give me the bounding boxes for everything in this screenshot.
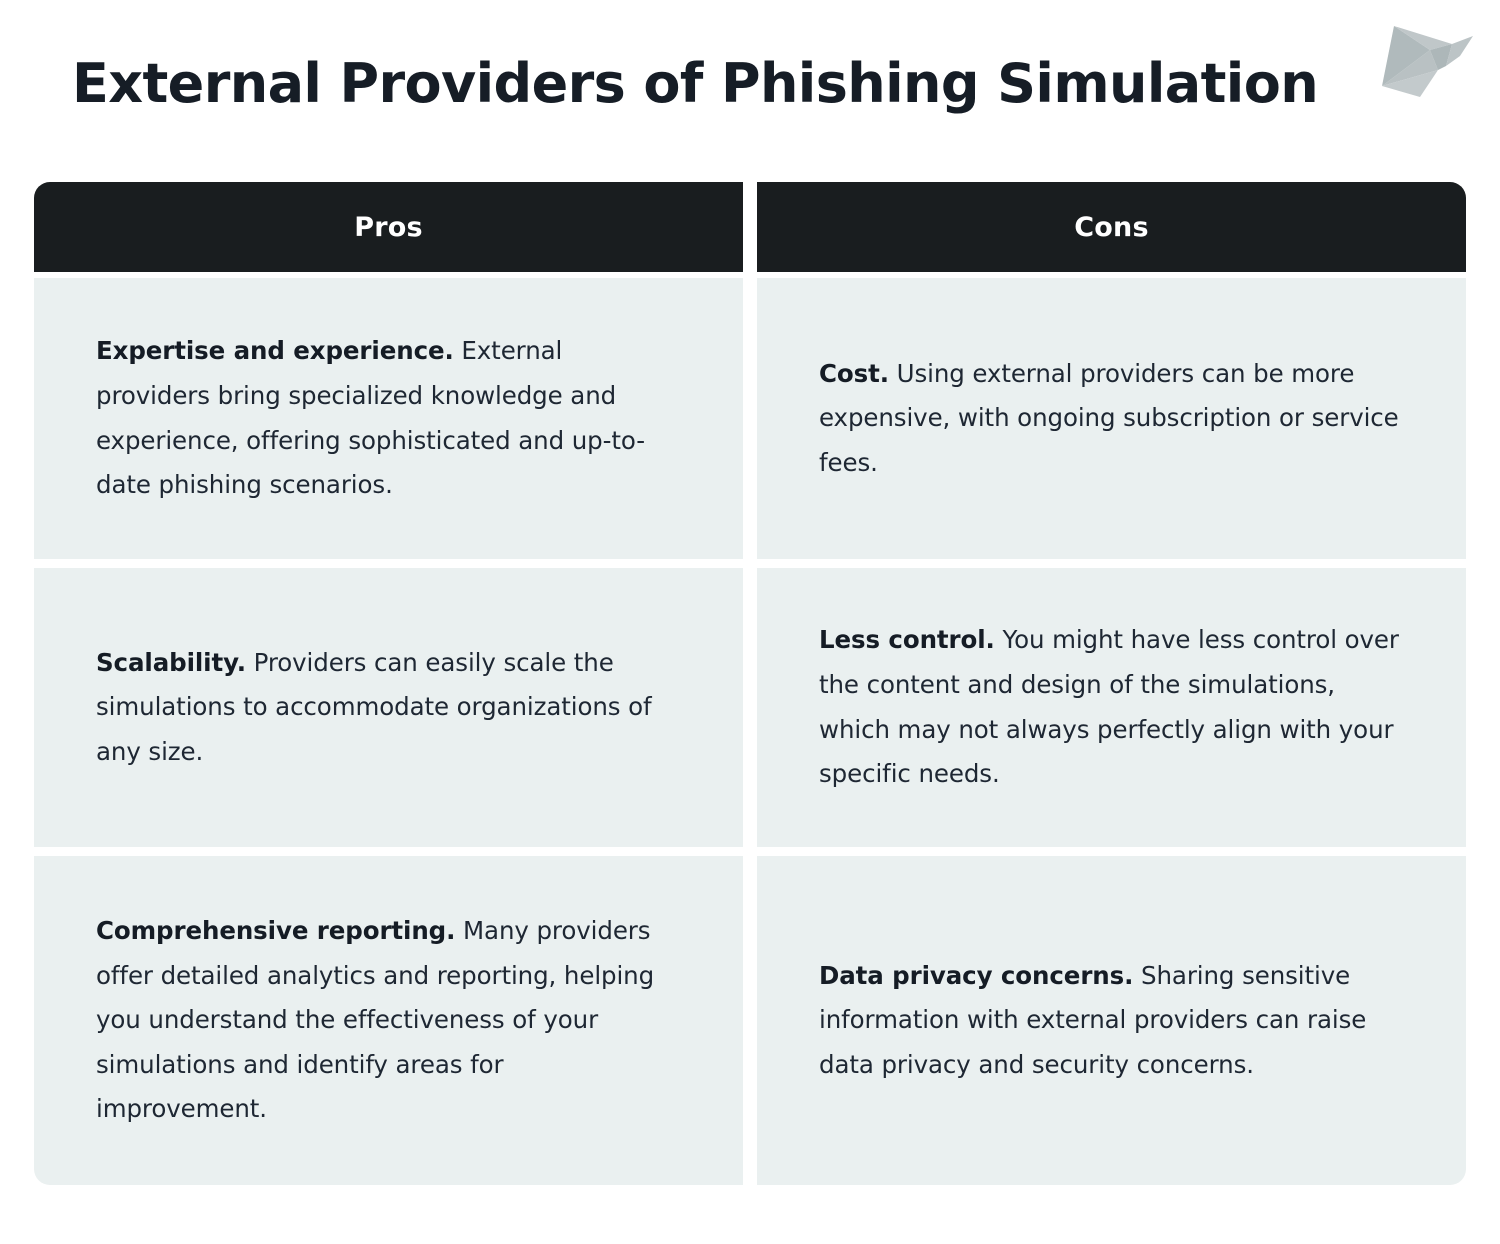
cell-lead: Data privacy concerns. — [819, 960, 1134, 990]
cell-lead: Cost. — [819, 358, 889, 388]
table-cell-pros-3: Comprehensive reporting. Many providers … — [34, 856, 743, 1185]
table-column-pros: Pros Expertise and experience. External … — [34, 182, 743, 1185]
cell-body: Using external providers can be more exp… — [819, 358, 1399, 477]
column-cells-pros: Expertise and experience. External provi… — [34, 278, 743, 1185]
cell-body: External providers bring specialized kno… — [96, 336, 645, 500]
column-header-cons: Cons — [757, 182, 1466, 272]
page-title: External Providers of Phishing Simulatio… — [71, 52, 1319, 115]
table-cell-pros-2: Scalability. Providers can easily scale … — [34, 568, 743, 847]
cell-lead: Scalability. — [96, 647, 246, 677]
cell-text: Less control. You might have less contro… — [819, 618, 1404, 796]
cell-text: Scalability. Providers can easily scale … — [96, 641, 681, 775]
cell-text: Expertise and experience. External provi… — [96, 329, 681, 507]
cell-body: Sharing sensitive information with exter… — [819, 960, 1367, 1079]
cell-lead: Less control. — [819, 625, 995, 655]
column-cells-cons: Cost. Using external providers can be mo… — [757, 278, 1466, 1185]
cell-text: Cost. Using external providers can be mo… — [819, 352, 1404, 486]
table-cell-pros-1: Expertise and experience. External provi… — [34, 278, 743, 559]
cell-body: Providers can easily scale the simulatio… — [96, 647, 652, 766]
cell-lead: Comprehensive reporting. — [96, 916, 456, 946]
cell-text: Data privacy concerns. Sharing sensitive… — [819, 954, 1404, 1088]
table-column-cons: Cons Cost. Using external providers can … — [757, 182, 1466, 1185]
cell-body: Many providers offer detailed analytics … — [96, 916, 655, 1124]
pros-cons-table: Pros Expertise and experience. External … — [34, 182, 1466, 1185]
cell-lead: Expertise and experience. — [96, 336, 454, 366]
origami-bird-logo-icon — [1374, 14, 1478, 100]
column-header-pros: Pros — [34, 182, 743, 272]
table-cell-cons-2: Less control. You might have less contro… — [757, 568, 1466, 847]
table-cell-cons-1: Cost. Using external providers can be mo… — [757, 278, 1466, 559]
cell-text: Comprehensive reporting. Many providers … — [96, 909, 681, 1132]
table-cell-cons-3: Data privacy concerns. Sharing sensitive… — [757, 856, 1466, 1185]
cell-body: You might have less control over the con… — [819, 625, 1399, 789]
